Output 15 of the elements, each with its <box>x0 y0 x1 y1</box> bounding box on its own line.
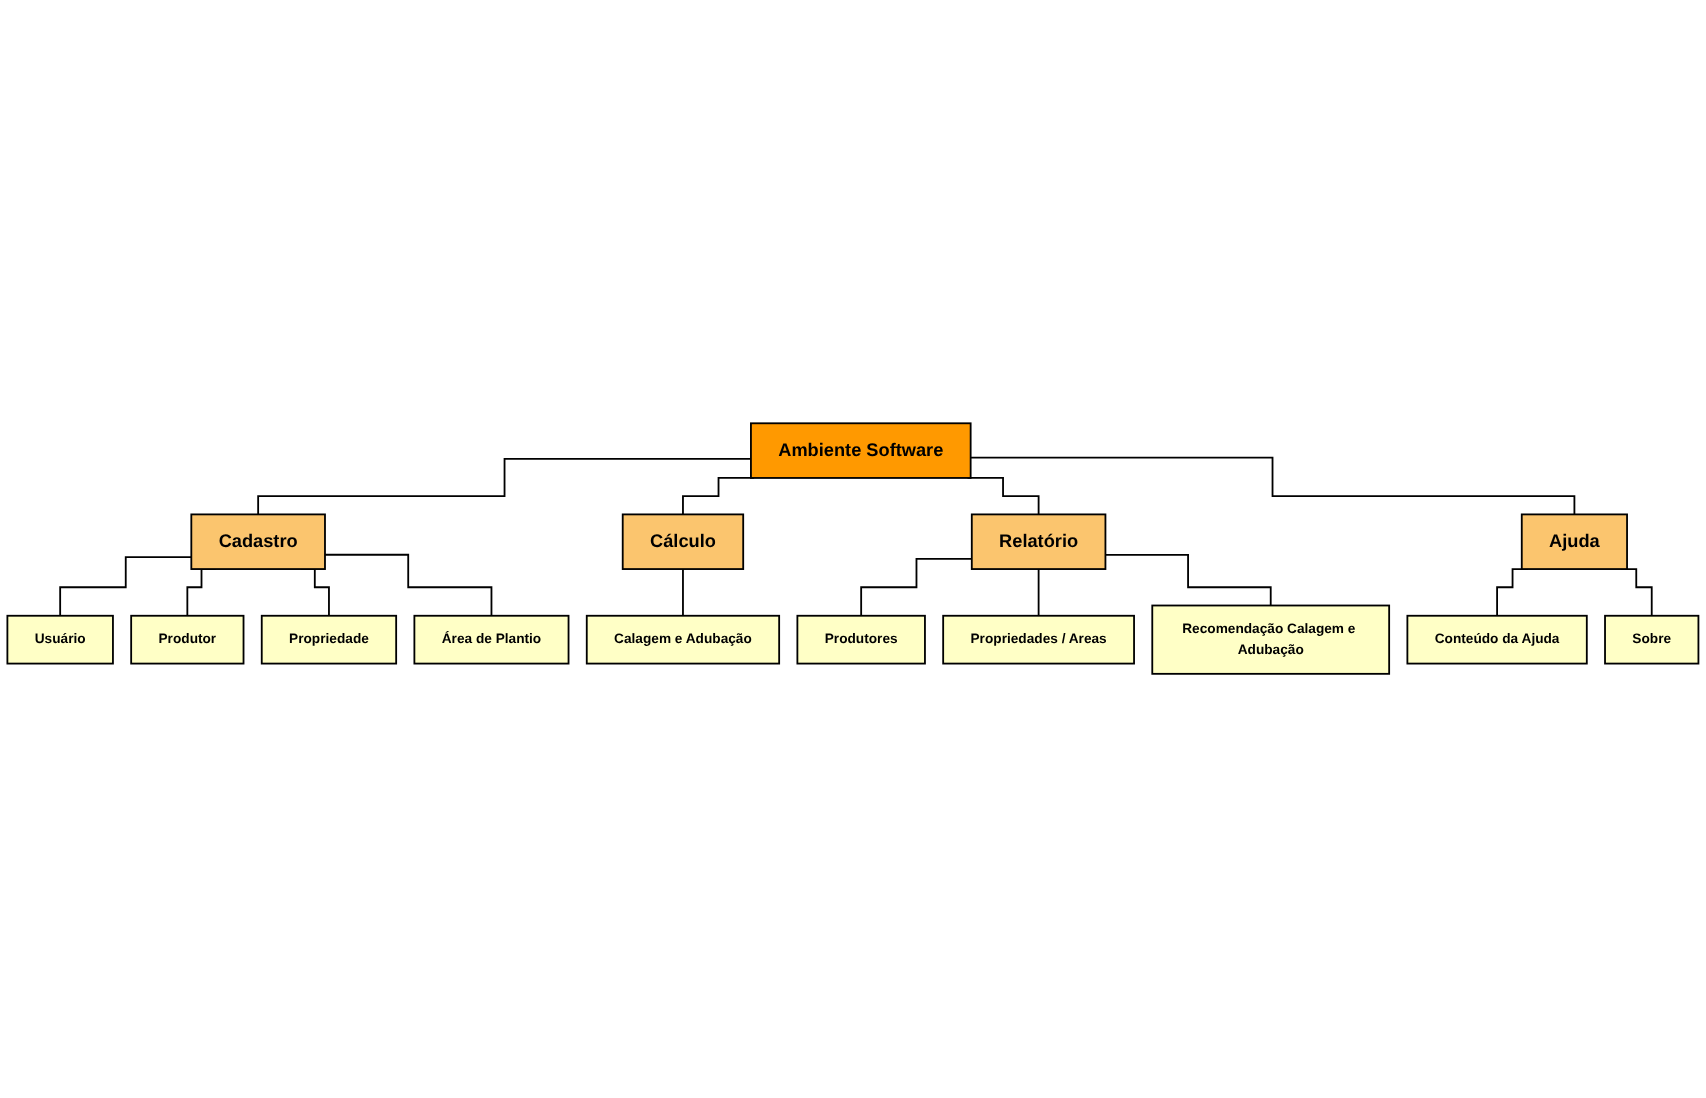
node-box: Cadastro <box>190 513 326 571</box>
connector <box>682 477 756 516</box>
connector <box>860 558 973 618</box>
connector <box>59 556 193 618</box>
connector <box>257 458 752 516</box>
connector <box>1104 554 1272 607</box>
connector <box>966 477 1040 516</box>
node-box: Ambiente Software <box>750 422 972 480</box>
connector <box>324 554 493 618</box>
node-box: Ajuda <box>1520 513 1629 571</box>
connector <box>1037 568 1040 618</box>
node-box: Relatório <box>970 513 1107 571</box>
node-box: Cálculo <box>621 513 745 571</box>
connector <box>969 457 1576 516</box>
connector <box>682 568 684 618</box>
